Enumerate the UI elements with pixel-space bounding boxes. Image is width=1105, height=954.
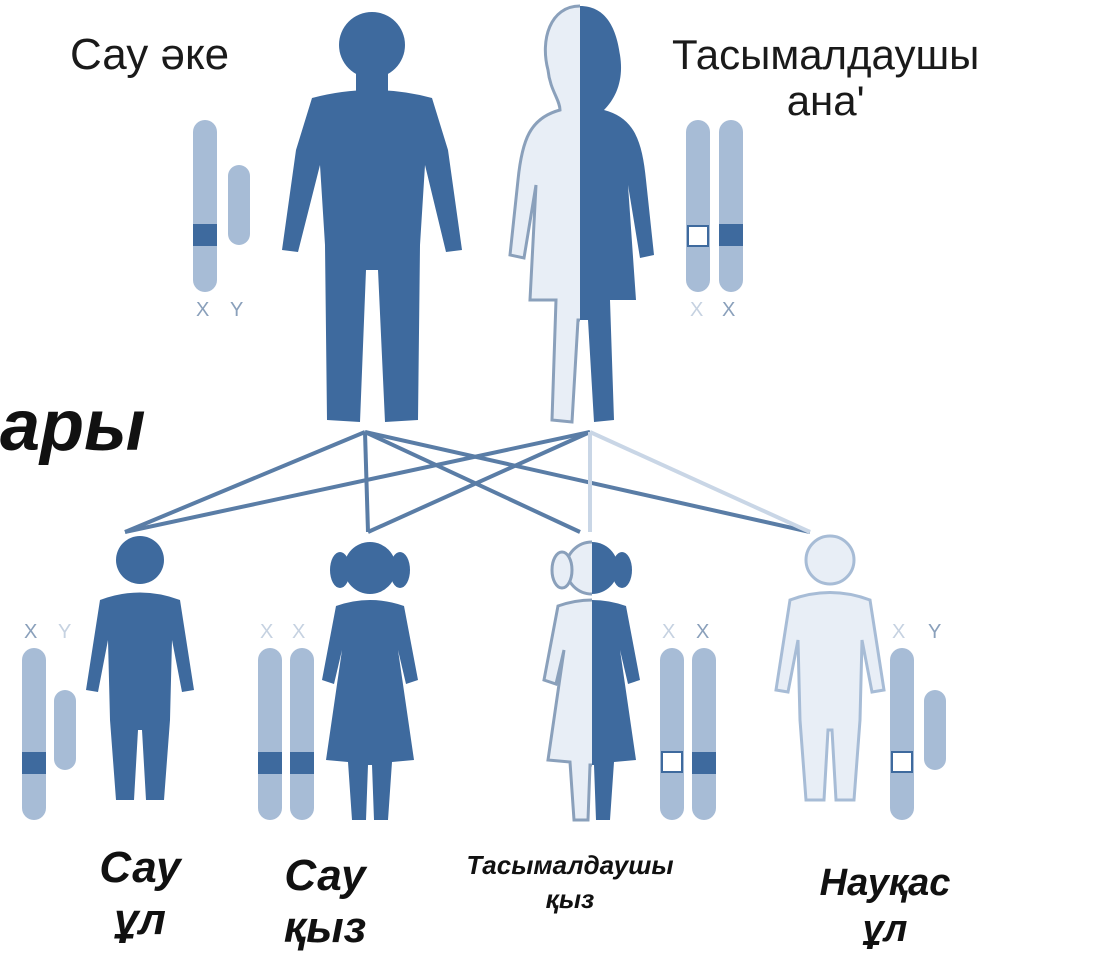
- son2-y-letter: Y: [928, 621, 941, 643]
- daughter2-chromosomes: X X: [660, 621, 716, 820]
- line-mother-son1: [125, 432, 590, 532]
- partial-title: ары: [0, 385, 146, 467]
- mother-x2-letter: X: [722, 299, 735, 321]
- son1-label-line2: ұл: [70, 894, 210, 946]
- son1-y-letter: Y: [58, 621, 71, 643]
- father-label: Сау әке: [70, 30, 229, 80]
- daughter2-label: Тасымалдаушы қыз: [430, 848, 710, 916]
- inheritance-lines: [125, 432, 810, 532]
- line-mother-son2: [590, 432, 810, 532]
- daughter1-label-line1: Сау: [255, 850, 395, 902]
- son2-x-letter: X: [892, 621, 905, 643]
- son1-figure: [86, 536, 194, 800]
- mother-label: Тасымалдаушы ана': [672, 32, 979, 124]
- line-father-son1: [125, 432, 365, 532]
- daughter2-label-line1: Тасымалдаушы: [430, 848, 710, 882]
- daughter1-x2-letter: X: [292, 621, 305, 643]
- mother-chromosomes: X X: [686, 120, 743, 321]
- son2-figure: [776, 536, 884, 800]
- daughter1-figure: [322, 542, 418, 820]
- father-x-letter: X: [196, 299, 209, 321]
- daughter1-chromosomes: X X: [258, 621, 314, 820]
- son1-chromosomes: X Y: [22, 621, 76, 820]
- daughter2-figure: [544, 542, 640, 820]
- father-figure: [282, 12, 462, 422]
- daughter2-x2-letter: X: [696, 621, 709, 643]
- daughter2-x1-letter: X: [662, 621, 675, 643]
- daughter2-label-line2: қыз: [430, 882, 710, 916]
- father-chromosomes: X Y: [193, 120, 250, 321]
- daughter1-x1-letter: X: [260, 621, 273, 643]
- father-y-letter: Y: [230, 299, 243, 321]
- son2-label-line1: Науқас: [800, 860, 970, 906]
- son2-label: Науқас ұл: [800, 860, 970, 952]
- mother-x1-letter: X: [690, 299, 703, 321]
- daughter1-label-line2: қыз: [255, 902, 395, 954]
- mother-figure: [510, 6, 654, 422]
- son1-label-line1: Сау: [70, 842, 210, 894]
- daughter1-label: Сау қыз: [255, 850, 395, 954]
- son1-label: Сау ұл: [70, 842, 210, 946]
- son2-chromosomes: X Y: [890, 621, 946, 820]
- son2-label-line2: ұл: [800, 906, 970, 952]
- mother-label-line2: ана': [672, 78, 979, 124]
- son1-x-letter: X: [24, 621, 37, 643]
- mother-label-line1: Тасымалдаушы: [672, 32, 979, 78]
- line-father-son2: [365, 432, 810, 532]
